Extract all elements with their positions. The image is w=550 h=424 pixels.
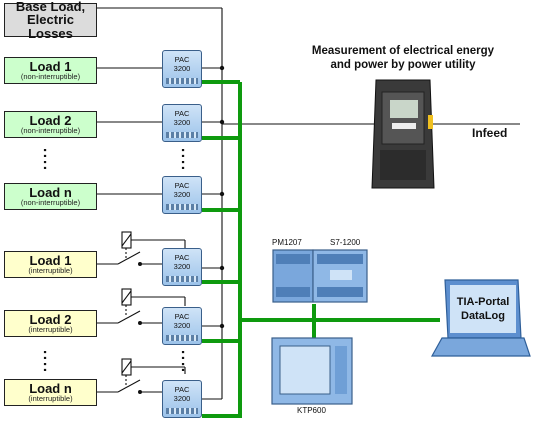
pac-terminals	[166, 335, 198, 341]
infeed-label: Infeed	[472, 126, 508, 140]
base-load-line1: Base Load,	[15, 0, 86, 14]
laptop-label-line1: TIA-Portal	[456, 296, 510, 308]
pac-model: 3200	[173, 321, 191, 330]
ellipsis: :	[42, 358, 48, 375]
pac-meter: PAC 3200	[162, 248, 202, 286]
pac-label: PAC	[174, 109, 190, 118]
load-type: (non-interruptible)	[20, 126, 81, 136]
load-box: Load n (interruptible)	[4, 379, 97, 406]
load-name: Load 2	[29, 112, 72, 128]
data-bus	[202, 80, 440, 418]
laptop-label-line2: DataLog	[461, 310, 505, 322]
load-name: Load n	[29, 380, 72, 396]
load-type: (non-interruptible)	[20, 198, 81, 208]
pac-terminals	[166, 132, 198, 138]
laptop-device	[430, 279, 531, 357]
pac-meter: PAC 3200	[162, 380, 202, 418]
ellipsis: :	[42, 144, 48, 161]
hmi-device	[271, 337, 353, 405]
load-type: (interruptible)	[28, 394, 73, 404]
load-box: Load 2 (non-interruptible)	[4, 111, 97, 138]
pac-label: PAC	[174, 312, 190, 321]
base-load-box: Base Load, Electric Losses	[4, 0, 97, 41]
load-box: Load 1 (interruptible)	[4, 251, 97, 278]
power-wiring	[97, 7, 520, 400]
load-name: Load 1	[29, 58, 72, 74]
diagram-title: Measurement of electrical energy and pow…	[280, 44, 526, 72]
pac-terminals	[166, 276, 198, 282]
pac-terminals	[166, 204, 198, 210]
pac-model: 3200	[173, 118, 191, 127]
energy-meter	[371, 79, 435, 189]
pac-meter: PAC 3200	[162, 307, 202, 345]
load-name: Load 2	[29, 311, 72, 327]
ellipsis: :	[180, 144, 186, 161]
pac-meter: PAC 3200	[162, 50, 202, 88]
load-box: Load n (non-interruptible)	[4, 183, 97, 210]
pac-terminals	[166, 408, 198, 414]
ellipsis: :	[180, 358, 186, 375]
pac-label: PAC	[174, 385, 190, 394]
pac-label: PAC	[174, 181, 190, 190]
title-line1: Measurement of electrical energy	[311, 45, 495, 57]
load-name: Load 1	[29, 252, 72, 268]
load-type: (interruptible)	[28, 325, 73, 335]
pac-meter: PAC 3200	[162, 176, 202, 214]
hmi-label: KTP600	[297, 406, 326, 415]
pac-terminals	[166, 78, 198, 84]
pac-model: 3200	[173, 394, 191, 403]
load-name: Load n	[29, 184, 72, 200]
load-type: (non-interruptible)	[20, 72, 81, 82]
load-box: Load 2 (interruptible)	[4, 310, 97, 337]
load-box: Load 1 (non-interruptible)	[4, 57, 97, 84]
plc-device	[272, 249, 368, 303]
pac-model: 3200	[173, 262, 191, 271]
pm-label: PM1207	[272, 238, 302, 247]
ellipsis: :	[42, 156, 48, 173]
laptop-label: TIA-Portal DataLog	[447, 295, 519, 323]
base-load-line2: Electric Losses	[27, 12, 74, 41]
ellipsis: :	[180, 156, 186, 173]
ellipsis: :	[180, 346, 186, 363]
pac-model: 3200	[173, 64, 191, 73]
pac-meter: PAC 3200	[162, 104, 202, 142]
junction-dots	[138, 65, 225, 394]
pac-model: 3200	[173, 190, 191, 199]
load-type: (interruptible)	[28, 266, 73, 276]
pac-label: PAC	[174, 253, 190, 262]
ellipsis: :	[42, 346, 48, 363]
cpu-label: S7-1200	[330, 238, 361, 247]
title-line2: and power by power utility	[330, 59, 476, 71]
pac-label: PAC	[174, 55, 190, 64]
